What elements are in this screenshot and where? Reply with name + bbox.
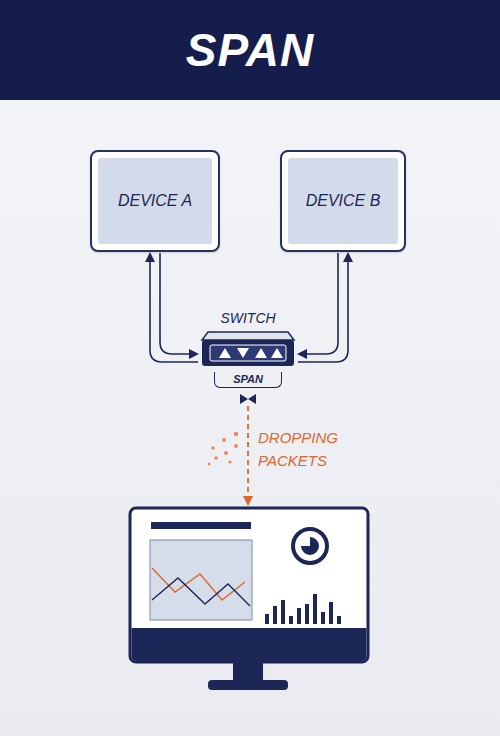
connector-line: [298, 254, 348, 362]
annotation-label: DROPPING PACKETS: [258, 426, 368, 472]
switch-label: SWITCH: [220, 310, 275, 326]
title: SPAN: [186, 23, 314, 77]
connector-line: [299, 253, 338, 354]
span-port: [240, 394, 256, 404]
monitor: [130, 508, 368, 690]
device-fill: DEVICE B: [288, 158, 398, 244]
mirror-line: [247, 406, 249, 504]
switch-icon: [200, 330, 296, 370]
title-band: SPAN: [0, 0, 500, 100]
connector-line: [150, 254, 198, 362]
span-label: SPAN: [233, 373, 263, 385]
device-fill: DEVICE A: [98, 158, 212, 244]
switch-body: [200, 330, 296, 370]
device-box: DEVICE A: [90, 150, 220, 252]
connector: [298, 253, 348, 362]
connector-line: [160, 253, 197, 354]
dropped-packets: [208, 432, 239, 466]
span-bracket: SPAN: [214, 372, 282, 388]
device-label: DEVICE B: [306, 192, 381, 210]
device-box: DEVICE B: [280, 150, 406, 252]
switch-node: SWITCH SPAN: [196, 310, 300, 388]
connector: [150, 253, 198, 362]
device-label: DEVICE A: [118, 192, 192, 210]
